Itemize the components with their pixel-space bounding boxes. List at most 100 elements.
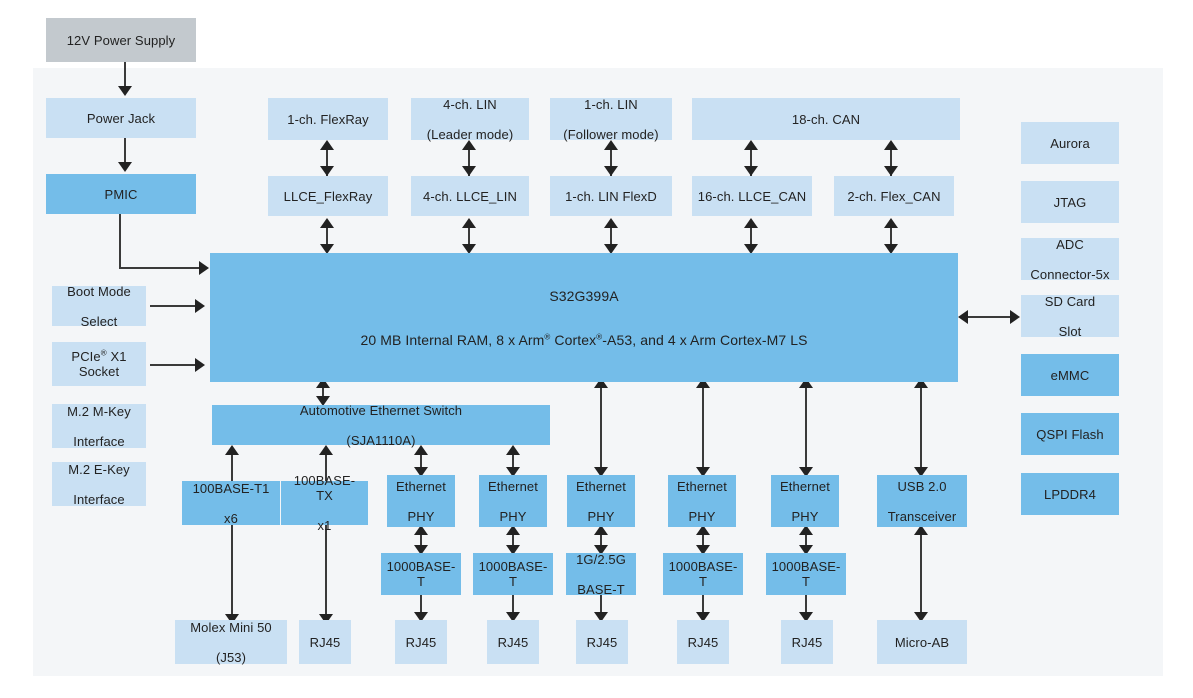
block-1000base-t-1-label: 1000BASE-T: [386, 559, 456, 589]
soc-part-number: S32G399A: [549, 287, 619, 304]
connector-flexray-bidir: [326, 144, 328, 176]
block-rj45-1[interactable]: RJ45: [299, 620, 351, 664]
arrowhead-100basetx-up: [319, 445, 333, 455]
block-1ch-lin-flexd[interactable]: 1-ch. LIN FlexD: [550, 176, 672, 216]
arrowhead-soc-sdcard-left: [958, 310, 968, 324]
block-m2-e-key-interface[interactable]: M.2 E-Key Interface: [52, 462, 146, 507]
arrowhead-soc-phy3-up: [594, 378, 608, 388]
block-rj45-6-label: RJ45: [791, 634, 823, 650]
connector-100baset1-line: [231, 451, 233, 621]
block-boot-mode-select-label: Boot Mode Select: [67, 283, 131, 329]
block-pmic[interactable]: PMIC: [46, 174, 196, 214]
connector-phy1-media: [420, 531, 422, 551]
arrowhead-can-llce-up: [744, 140, 758, 150]
arrowhead-media3-rj45: [594, 612, 608, 622]
block-ethernet-phy-3[interactable]: Ethernet PHY: [567, 475, 635, 527]
block-rj45-2[interactable]: RJ45: [395, 620, 447, 664]
block-sd-card-slot-label: SD Card Slot: [1044, 293, 1096, 339]
block-rj45-6[interactable]: RJ45: [781, 620, 833, 664]
arrowhead-soc-sdcard-right: [1010, 310, 1020, 324]
arrowhead-llce-can-soc-up: [744, 218, 758, 228]
connector-switch-phy1: [420, 451, 422, 473]
arrowhead-media2-rj45: [506, 612, 520, 622]
block-usb-transceiver[interactable]: USB 2.0 Transceiver: [877, 475, 967, 527]
block-power-jack[interactable]: Power Jack: [46, 98, 196, 138]
arrowhead-soc-usb-up: [914, 378, 928, 388]
block-rj45-1-label: RJ45: [309, 634, 341, 650]
block-1000base-t-2[interactable]: 1000BASE-T: [473, 553, 553, 595]
block-jtag[interactable]: JTAG: [1021, 181, 1119, 223]
block-rj45-4[interactable]: RJ45: [576, 620, 628, 664]
arrowhead-media1-rj45: [414, 612, 428, 622]
connector-switch-phy2: [512, 451, 514, 473]
arrowhead-jack-to-pmic: [118, 162, 132, 172]
block-1000base-t-1[interactable]: 1000BASE-T: [381, 553, 461, 595]
block-18ch-can[interactable]: 18-ch. CAN: [692, 98, 960, 140]
block-qspi-flash[interactable]: QSPI Flash: [1021, 413, 1119, 455]
block-100base-t1-x6[interactable]: 100BASE-T1 x6: [182, 480, 280, 526]
block-1g-2p5g-base-t[interactable]: 1G/2.5G BASE-T: [566, 552, 636, 597]
block-ethernet-phy-5[interactable]: Ethernet PHY: [771, 475, 839, 527]
connector-soc-phy3: [600, 382, 602, 473]
block-100base-tx-x1[interactable]: 100BASE-TX x1: [281, 473, 368, 533]
arrowhead-soc-phy5-down: [799, 467, 813, 477]
block-4ch-lin-leader[interactable]: 4-ch. LIN (Leader mode): [411, 96, 529, 142]
arrowhead-ethswitch-down: [316, 396, 330, 406]
connector-pmic-down: [119, 214, 121, 269]
block-1ch-flexray[interactable]: 1-ch. FlexRay: [268, 98, 388, 140]
arrowhead-lin-follower-down: [604, 166, 618, 176]
block-1ch-lin-follower-label: 1-ch. LIN (Follower mode): [563, 96, 659, 142]
block-molex-mini-50[interactable]: Molex Mini 50 (J53): [175, 620, 287, 665]
block-1000base-t-3[interactable]: 1000BASE-T: [663, 553, 743, 595]
connector-pmic-right: [119, 267, 201, 269]
connector-lin-leader-bidir: [468, 144, 470, 176]
block-16ch-llce-can[interactable]: 16-ch. LLCE_CAN: [692, 176, 812, 216]
block-llce-flexray[interactable]: LLCE_FlexRay: [268, 176, 388, 216]
block-ethernet-phy-4[interactable]: Ethernet PHY: [668, 475, 736, 527]
arrowhead-switch-phy2-up: [506, 445, 520, 455]
block-micro-ab[interactable]: Micro-AB: [877, 620, 967, 664]
block-aurora[interactable]: Aurora: [1021, 122, 1119, 164]
block-s32g399a-soc[interactable]: S32G399A 20 MB Internal RAM, 8 x Arm® Co…: [210, 253, 958, 382]
block-ethernet-phy-2[interactable]: Ethernet PHY: [479, 475, 547, 527]
block-1ch-flexray-label: 1-ch. FlexRay: [287, 111, 369, 127]
connector-lin-follower-bidir: [610, 144, 612, 176]
block-boot-mode-select[interactable]: Boot Mode Select: [52, 283, 146, 329]
block-llce-flexray-label: LLCE_FlexRay: [283, 188, 373, 204]
block-4ch-llce-lin[interactable]: 4-ch. LLCE_LIN: [411, 176, 529, 216]
block-automotive-ethernet-switch[interactable]: Automotive Ethernet Switch (SJA1110A): [212, 403, 550, 448]
block-lpddr4[interactable]: LPDDR4: [1021, 473, 1119, 515]
block-12v-power-supply[interactable]: 12V Power Supply: [46, 18, 196, 62]
block-4ch-lin-leader-label: 4-ch. LIN (Leader mode): [426, 96, 514, 142]
block-m2-m-key-interface[interactable]: M.2 M-Key Interface: [52, 403, 146, 449]
arrowhead-lin-leader-down: [462, 166, 476, 176]
block-power-jack-label: Power Jack: [86, 110, 156, 126]
block-adc-connector[interactable]: ADC Connector-5x: [1021, 237, 1119, 282]
block-rj45-3-label: RJ45: [497, 634, 529, 650]
block-1000base-t-4[interactable]: 1000BASE-T: [766, 553, 846, 595]
block-emmc[interactable]: eMMC: [1021, 354, 1119, 396]
connector-media2-rj45: [512, 595, 514, 617]
connector-soc-phy4: [702, 382, 704, 473]
block-100base-t1-x6-label: 100BASE-T1 x6: [192, 480, 270, 526]
arrowhead-lin-flexd-soc-down: [604, 244, 618, 254]
block-sd-card-slot[interactable]: SD Card Slot: [1021, 293, 1119, 339]
connector-media5-rj45: [805, 595, 807, 617]
block-s32g399a-soc-label: S32G399A 20 MB Internal RAM, 8 x Arm® Co…: [354, 285, 813, 351]
block-1ch-lin-follower[interactable]: 1-ch. LIN (Follower mode): [550, 96, 672, 142]
connector-media4-rj45: [702, 595, 704, 617]
block-m2-m-key-interface-label: M.2 M-Key Interface: [67, 403, 131, 449]
connector-media1-rj45: [420, 595, 422, 617]
connector-pcie-to-soc: [150, 364, 200, 366]
arrowhead-soc-phy4-up: [696, 378, 710, 388]
block-2ch-flex-can[interactable]: 2-ch. Flex_CAN: [834, 176, 954, 216]
block-1ch-lin-flexd-label: 1-ch. LIN FlexD: [565, 188, 657, 204]
block-rj45-3[interactable]: RJ45: [487, 620, 539, 664]
arrowhead-pmic-to-soc: [199, 261, 209, 275]
block-rj45-5[interactable]: RJ45: [677, 620, 729, 664]
block-ethernet-phy-1[interactable]: Ethernet PHY: [387, 475, 455, 527]
block-12v-power-supply-label: 12V Power Supply: [66, 32, 176, 48]
connector-phy4-media: [702, 531, 704, 551]
